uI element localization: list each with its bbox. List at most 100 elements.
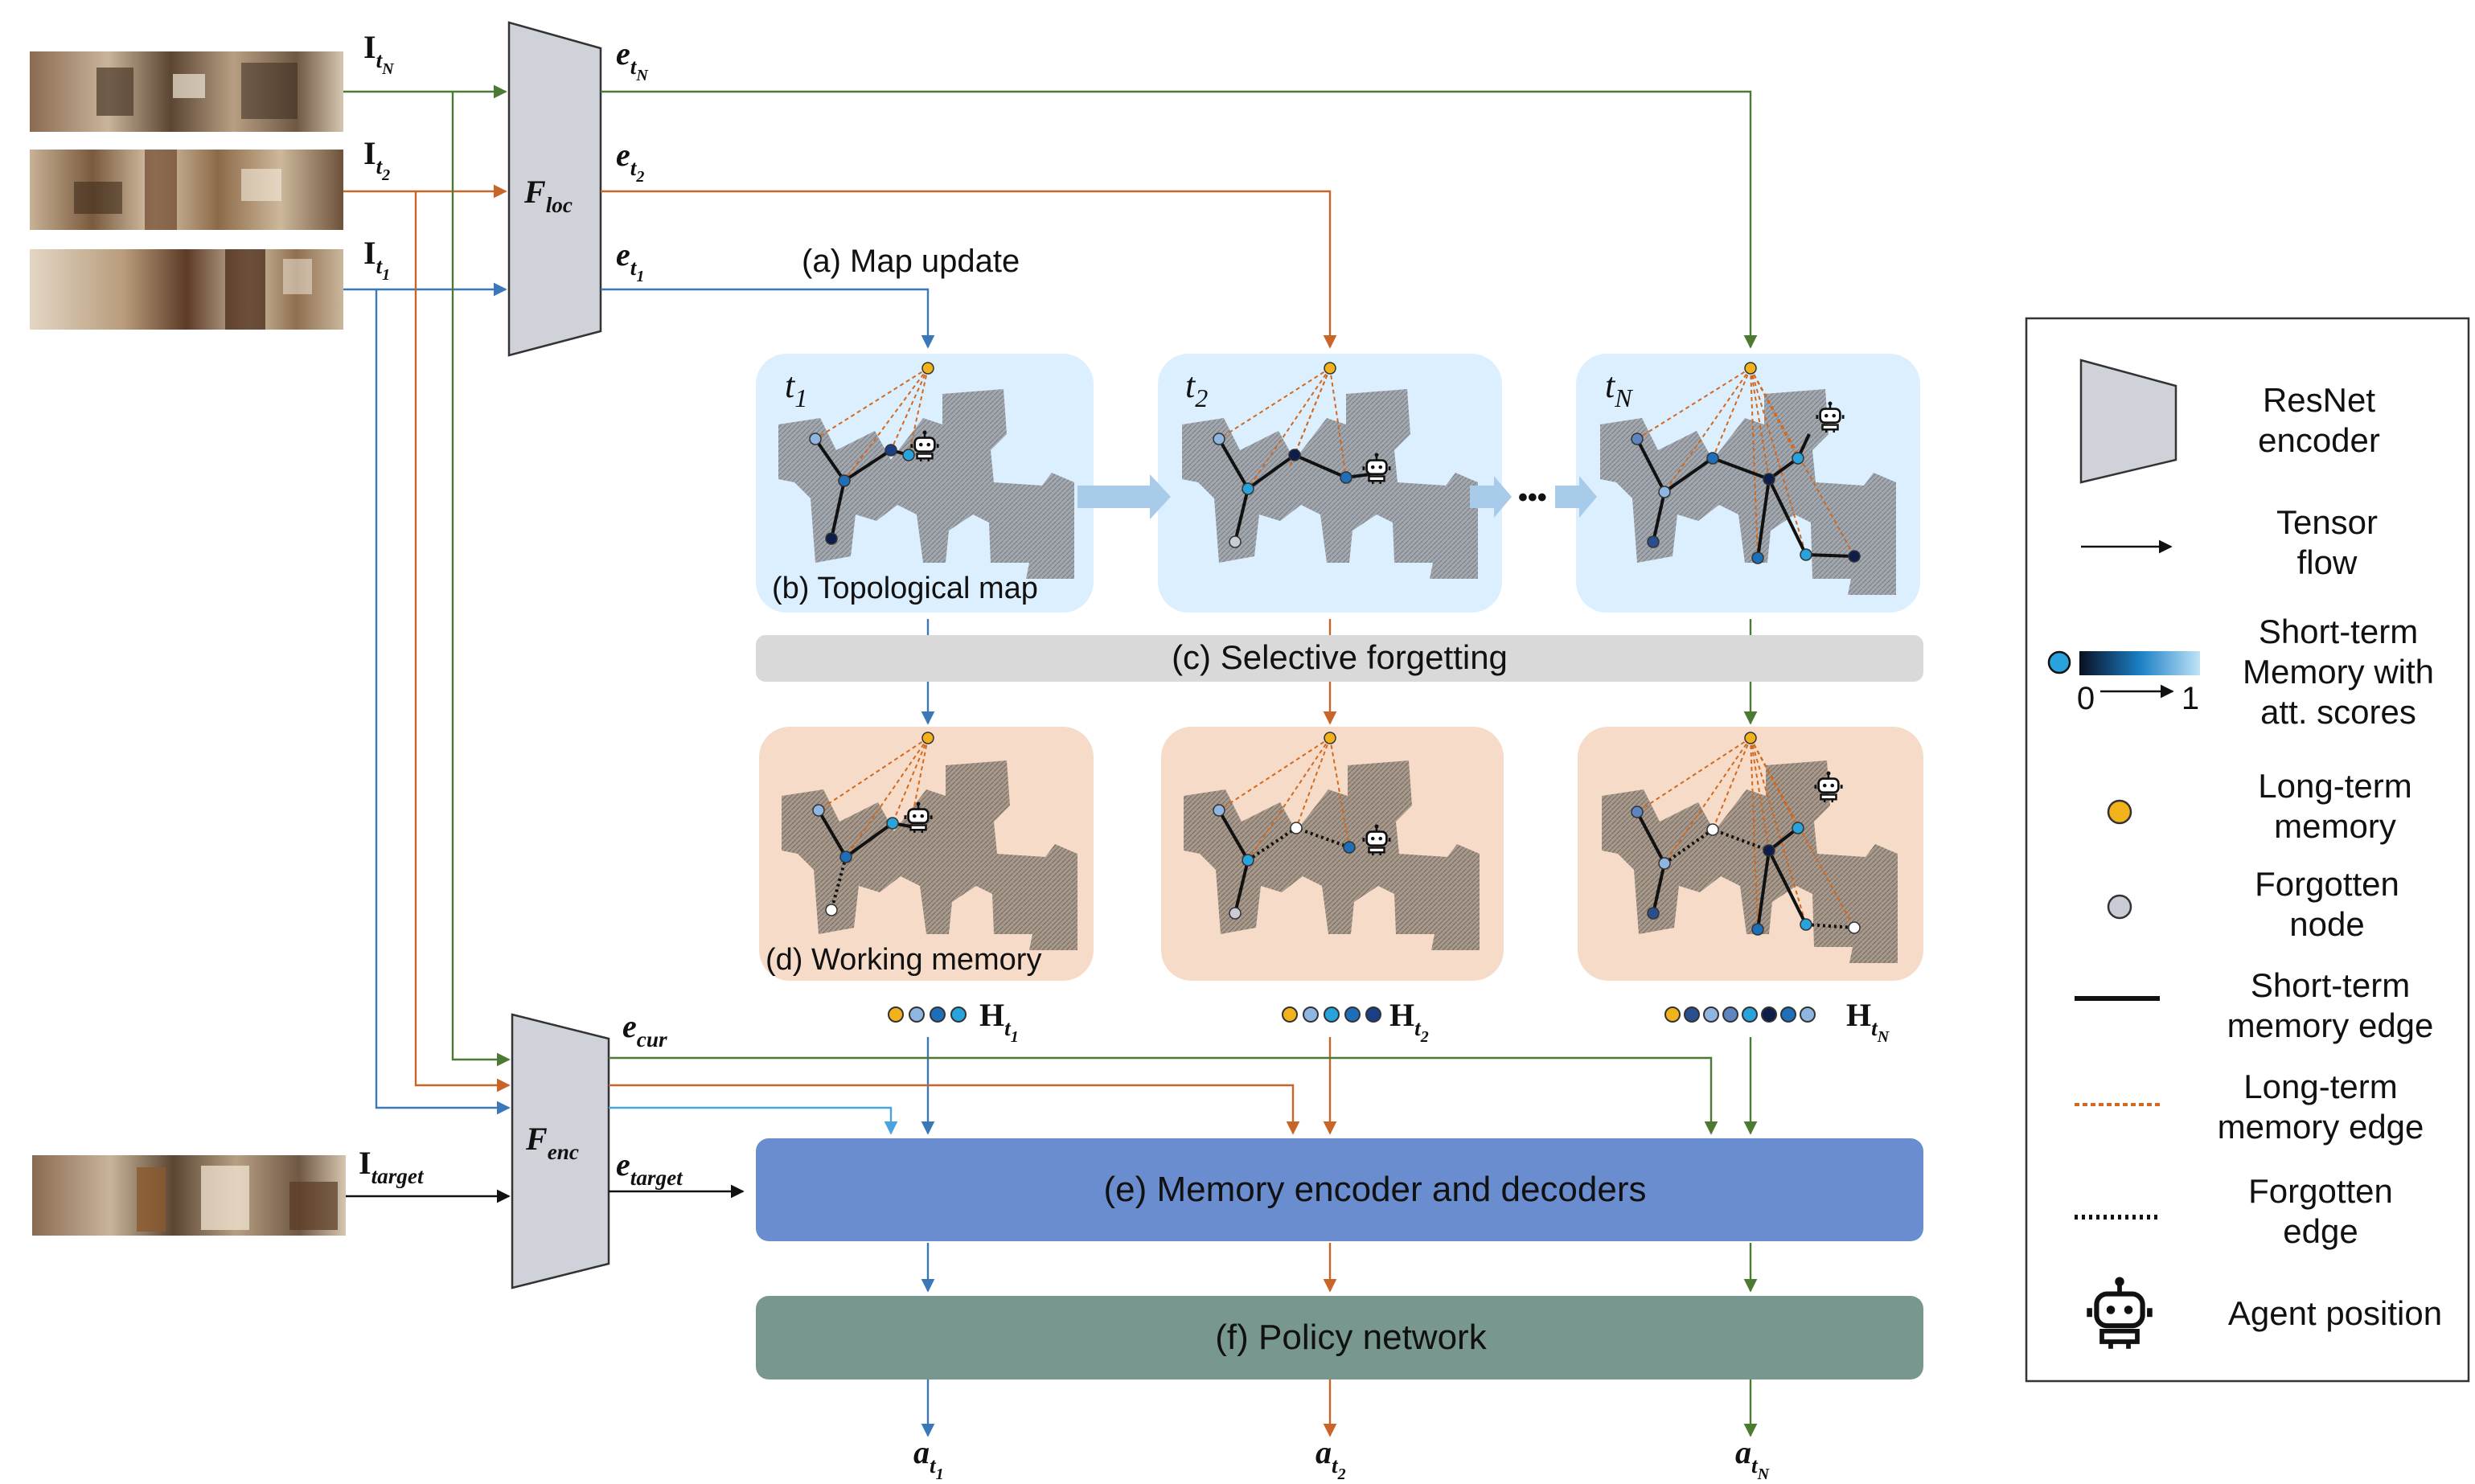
legend-long-edge-line2: memory edge [2218,1108,2424,1146]
input-label-target: Itarget [359,1145,425,1188]
memory-t2-text-subsub: 2 [1420,1028,1429,1046]
input-tN-text-subsub: N [381,60,395,78]
memory-tN-text-base: H [1846,997,1871,1033]
legend-long-edge-line1: Long-term [2243,1068,2397,1105]
input-image-t2 [30,150,343,230]
legend-encoder-icon [2079,359,2177,484]
input-t2-text-sub: t [376,154,384,178]
timestep-base-0: t [785,366,796,405]
input-target-text-base: I [359,1145,371,1181]
memory-tN-text-subsub: N [1877,1028,1890,1046]
legend-scale-min: 0 [2077,681,2095,716]
input-t2-text: It2 [363,135,390,184]
f-loc-label: Floc [523,174,573,217]
f-loc-text: Floc [523,174,573,217]
e-t2-text-base: e [616,137,630,173]
e-t2-text-sub: t [630,156,638,180]
action-label-tN: atN [1735,1434,1771,1483]
legend-agent-label: Agent position [2228,1294,2442,1332]
timestep-text-1: t2 [1185,366,1208,412]
e-target-text: etarget [616,1146,683,1190]
action-tN-text: atN [1735,1434,1771,1483]
action-t1-text: at1 [913,1434,944,1483]
input-label-tN: ItN [363,29,395,78]
working-memory-panel-t1 [759,727,1094,981]
timestep-base-1: t [1185,366,1196,405]
memory-encoder-label: (e) Memory encoder and decoders [1104,1170,1647,1209]
legend-resnet-line2: encoder [2258,421,2380,459]
input-tN-text-sub: t [376,48,384,72]
legend-resnet-line1: ResNet [2263,381,2375,419]
timestep-text-2: tN [1605,366,1633,412]
embedding-label-cur: ecur [622,1008,667,1052]
action-tN-text-sub: t [1751,1453,1759,1478]
memory-nodes-t2 [1282,1006,1381,1023]
map-panel-t1 [756,354,1094,613]
timestep-text-0: t1 [785,366,807,412]
memory-t1-text-base: H [979,997,1004,1033]
action-t1-text-subsub: 1 [936,1466,944,1483]
legend-forgotten-node-line2: node [2289,905,2364,943]
e-t1-text-sub: t [630,256,638,280]
f-loc-encoder [507,21,602,357]
e-tN-text-subsub: N [635,67,649,84]
memory-t2-text-base: H [1389,997,1414,1033]
input-tN-text: ItN [363,29,395,78]
input-target-text: Itarget [359,1145,425,1188]
legend-long-term-line2: memory [2274,807,2396,845]
memory-t1-text-sub: t [1004,1016,1012,1040]
f-enc-text: Fenc [525,1121,579,1164]
memory-nodes-t1 [888,1006,967,1023]
e-t1-text-subsub: 1 [636,268,644,285]
map-panel-tN [1576,354,1920,613]
selective-forgetting-label: (c) Selective forgetting [1172,638,1508,676]
input-target-text-sub: target [371,1164,425,1188]
memory-encoder-box [756,1138,1923,1241]
action-label-t1: at1 [913,1434,944,1483]
legend: ResNet encoder Tensor flow 0 1 Short-ter… [2025,317,2470,1383]
action-t2-text-sub: t [1332,1453,1339,1478]
legend-forgotten-edge-line1: Forgotten [2248,1172,2393,1210]
embedding-label-t2: et2 [616,137,644,186]
input-image-tN [30,51,343,132]
legend-short-term-line3: att. scores [2260,693,2416,731]
f-loc-text-sub: loc [546,193,573,217]
memory-label-t2: Ht2 [1389,997,1429,1046]
action-t2-text-base: a [1315,1434,1332,1470]
legend-forgotten-edge-line2: edge [2283,1212,2358,1250]
map-panel-t2 [1158,354,1502,613]
input-t1-text-sub: t [376,254,384,278]
input-t1-text: It1 [363,235,390,284]
timestep-label-tN: tN [1605,366,1633,412]
timestep-base-2: t [1605,366,1616,405]
ellipsis: ••• [1518,482,1547,513]
input-t2-text-base: I [363,135,376,171]
working-memory-panel-t2 [1161,727,1504,981]
input-image-target [32,1155,346,1236]
timestep-label-t1: t1 [785,366,807,412]
topological-map-label: (b) Topological map [772,572,1038,605]
memory-t1-text-subsub: 1 [1011,1028,1019,1046]
legend-forgotten-node-line1: Forgotten [2255,865,2399,903]
policy-network-box [756,1296,1923,1379]
memory-t2-text-sub: t [1414,1016,1422,1040]
e-cur-text-sub: cur [637,1027,667,1052]
e-t1-text-base: e [616,236,630,273]
memory-tN-text: HtN [1846,997,1890,1046]
legend-scale-max: 1 [2182,681,2199,716]
embedding-label-target: etarget [616,1146,683,1190]
action-label-t2: at2 [1315,1434,1346,1483]
e-target-text-base: e [616,1146,630,1183]
e-cur-text-base: e [622,1008,637,1044]
embedding-label-tN: etN [616,35,649,84]
input-tN-text-base: I [363,29,376,65]
input-t2-text-subsub: 2 [381,166,390,184]
legend-long-term-line1: Long-term [2258,767,2411,805]
working-memory-label: (d) Working memory [765,943,1041,977]
f-enc-text-sub: enc [548,1140,579,1164]
e-t2-text-subsub: 2 [635,168,644,186]
map-update-label: (a) Map update [802,244,1020,279]
selective-forgetting-bar [756,635,1923,682]
e-target-text-sub: target [630,1166,683,1190]
f-loc-text-base: F [523,174,546,210]
